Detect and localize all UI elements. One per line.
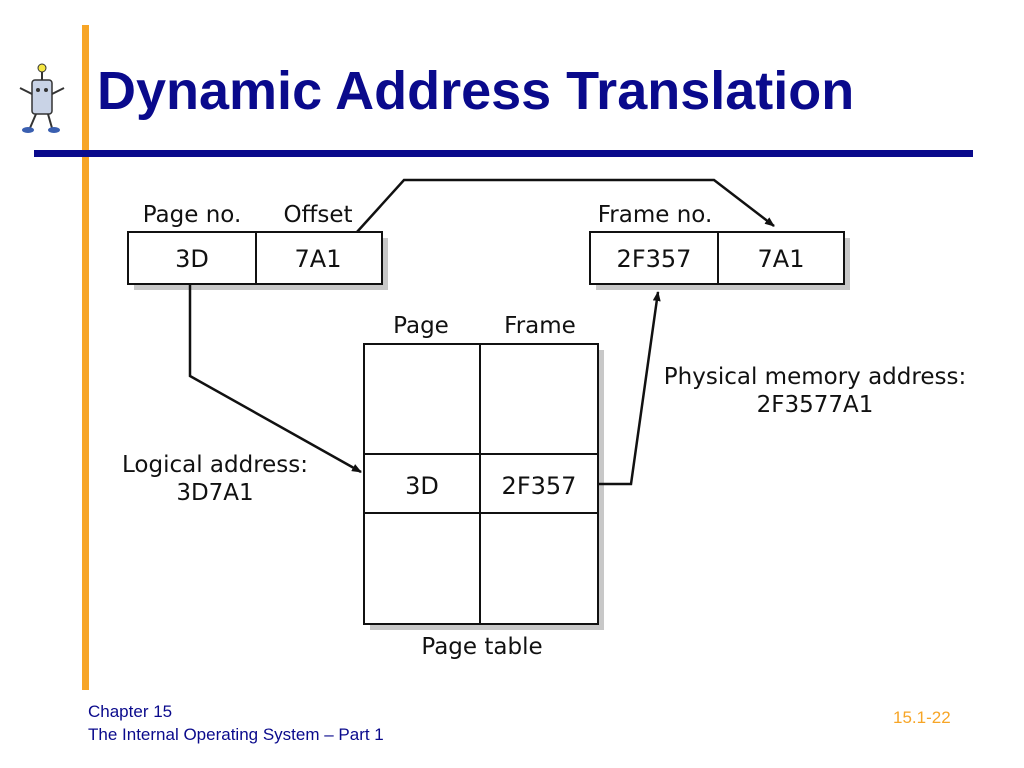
physical-header-frame-no: Frame no. bbox=[598, 202, 713, 228]
table-row-frame: 2F357 bbox=[502, 472, 577, 500]
footer-chapter-number: Chapter 15 bbox=[88, 702, 173, 721]
page-lookup-arrow bbox=[188, 284, 362, 474]
slide-title: Dynamic Address Translation bbox=[97, 61, 855, 121]
offset-copy-arrow bbox=[356, 178, 775, 233]
title-underline bbox=[34, 150, 973, 157]
table-header-page: Page bbox=[393, 313, 449, 339]
logical-address-box bbox=[127, 231, 388, 290]
physical-address-box bbox=[589, 231, 850, 290]
physical-address-value: 2F3577A1 bbox=[757, 392, 874, 418]
slide-number: 15.1-22 bbox=[893, 708, 951, 727]
physical-cell-frame: 2F357 bbox=[617, 245, 692, 273]
logical-address-value: 3D7A1 bbox=[176, 480, 253, 506]
accent-bar bbox=[82, 25, 89, 690]
frame-result-arrow bbox=[598, 291, 661, 486]
logical-header-page-no: Page no. bbox=[143, 202, 242, 228]
logical-cell-page: 3D bbox=[175, 245, 209, 273]
page-table-caption: Page table bbox=[421, 634, 542, 660]
physical-address-label: Physical memory address: bbox=[664, 364, 966, 390]
table-header-frame: Frame bbox=[504, 313, 576, 339]
logical-cell-offset: 7A1 bbox=[295, 245, 342, 273]
logical-header-offset: Offset bbox=[283, 202, 352, 228]
footer-chapter-title: The Internal Operating System – Part 1 bbox=[88, 725, 384, 744]
logical-address-label: Logical address: bbox=[122, 452, 308, 478]
robot-mascot-icon bbox=[19, 63, 65, 133]
table-row-page: 3D bbox=[405, 472, 439, 500]
page-table bbox=[363, 343, 604, 630]
physical-cell-offset: 7A1 bbox=[758, 245, 805, 273]
footer-chapter: Chapter 15 The Internal Operating System… bbox=[88, 700, 384, 746]
